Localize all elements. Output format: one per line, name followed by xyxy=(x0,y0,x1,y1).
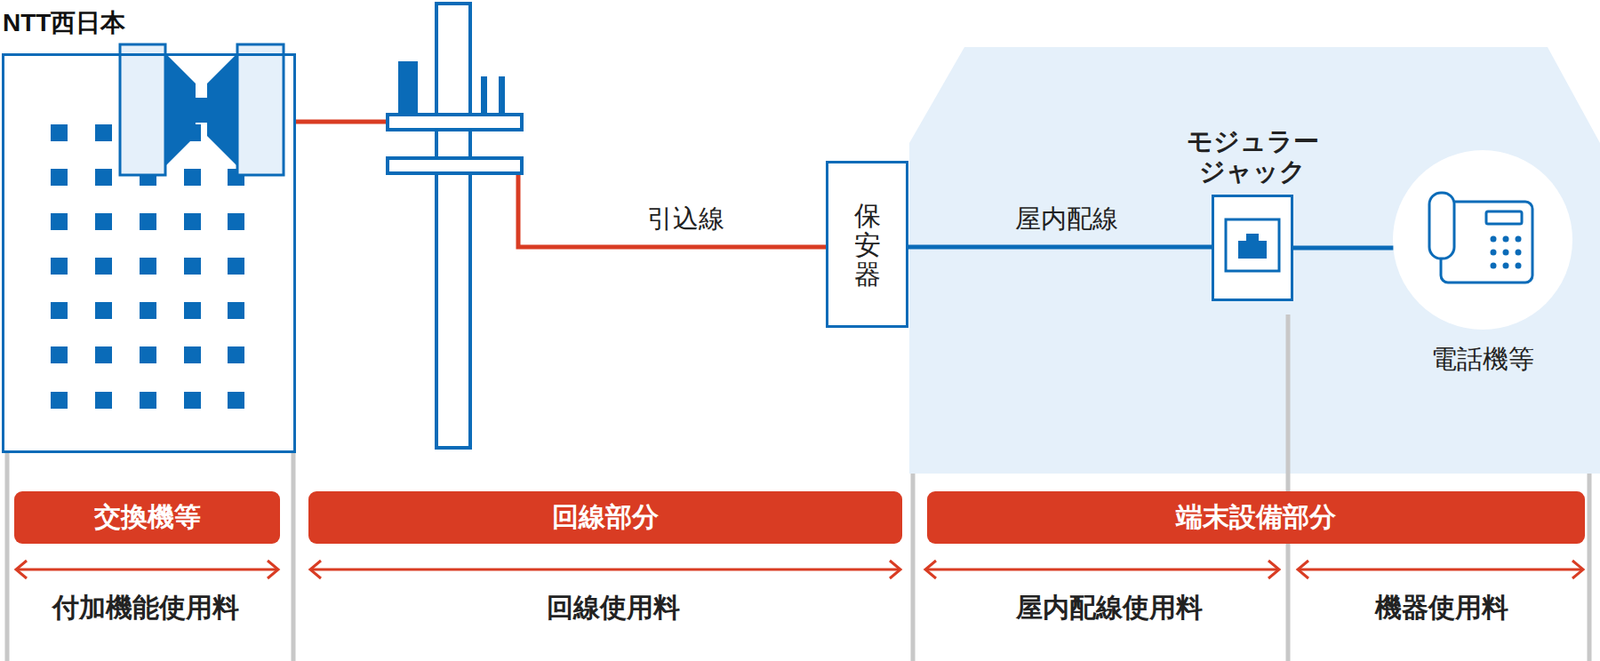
connector-line xyxy=(296,121,826,248)
utility-pole xyxy=(387,3,522,448)
fee-wrapper: 機器使用料 xyxy=(1375,590,1509,627)
jack-icon xyxy=(1225,219,1280,272)
separator-lines xyxy=(7,314,1590,661)
protector-fill xyxy=(825,160,909,328)
connector-line xyxy=(908,245,1212,250)
telephone-circle: 電話機等 xyxy=(1392,150,1573,330)
fee-label: 回線使用料 xyxy=(546,592,680,623)
fee-arrows xyxy=(16,560,1584,579)
fee-wrapper: 付加機能使用料 xyxy=(52,590,240,627)
wire-label: 屋内配線 xyxy=(1015,204,1119,233)
node-text: 保安器 xyxy=(854,200,881,289)
edge-label-holder: 引込線 xyxy=(647,201,725,238)
building-box: NTT西日本 xyxy=(1,53,296,454)
modular-jack-box: モジュラー ジャック xyxy=(1211,194,1294,302)
text-holder: モジュラー ジャック xyxy=(1176,127,1328,187)
section-band: 交換機等 xyxy=(14,491,280,544)
house-area xyxy=(909,47,1600,474)
fee-wrapper: 屋内配線使用料 xyxy=(1016,590,1203,627)
wire-label: 引込線 xyxy=(647,204,725,233)
fee-label: 機器使用料 xyxy=(1375,592,1509,623)
jack-fill xyxy=(1211,194,1294,302)
edge-label-holder: 屋内配線 xyxy=(1015,201,1119,238)
fee-label: 付加機能使用料 xyxy=(52,592,240,623)
node-text: 交換機等 xyxy=(94,499,201,536)
section-band: 端末設備部分 xyxy=(927,491,1585,544)
phone-circle xyxy=(1392,150,1573,330)
protector-box: 保安器 xyxy=(825,160,909,328)
exchange-icon xyxy=(120,44,284,176)
fee-wrapper: 回線使用料 xyxy=(546,590,680,627)
telephone-icon xyxy=(1429,192,1533,283)
node-text: 端末設備部分 xyxy=(1176,499,1336,536)
section-band: 回線部分 xyxy=(308,491,903,544)
node-text: 電話機等 xyxy=(1431,344,1535,374)
connector-line xyxy=(1293,246,1393,251)
node-text: 回線部分 xyxy=(552,499,659,536)
text-holder: NTT西日本 xyxy=(2,6,126,40)
text-holder: 電話機等 xyxy=(1431,342,1535,378)
fee-label: 屋内配線使用料 xyxy=(1016,592,1203,623)
node-text: モジュラー ジャック xyxy=(1186,127,1320,185)
node-text: NTT西日本 xyxy=(2,8,126,37)
